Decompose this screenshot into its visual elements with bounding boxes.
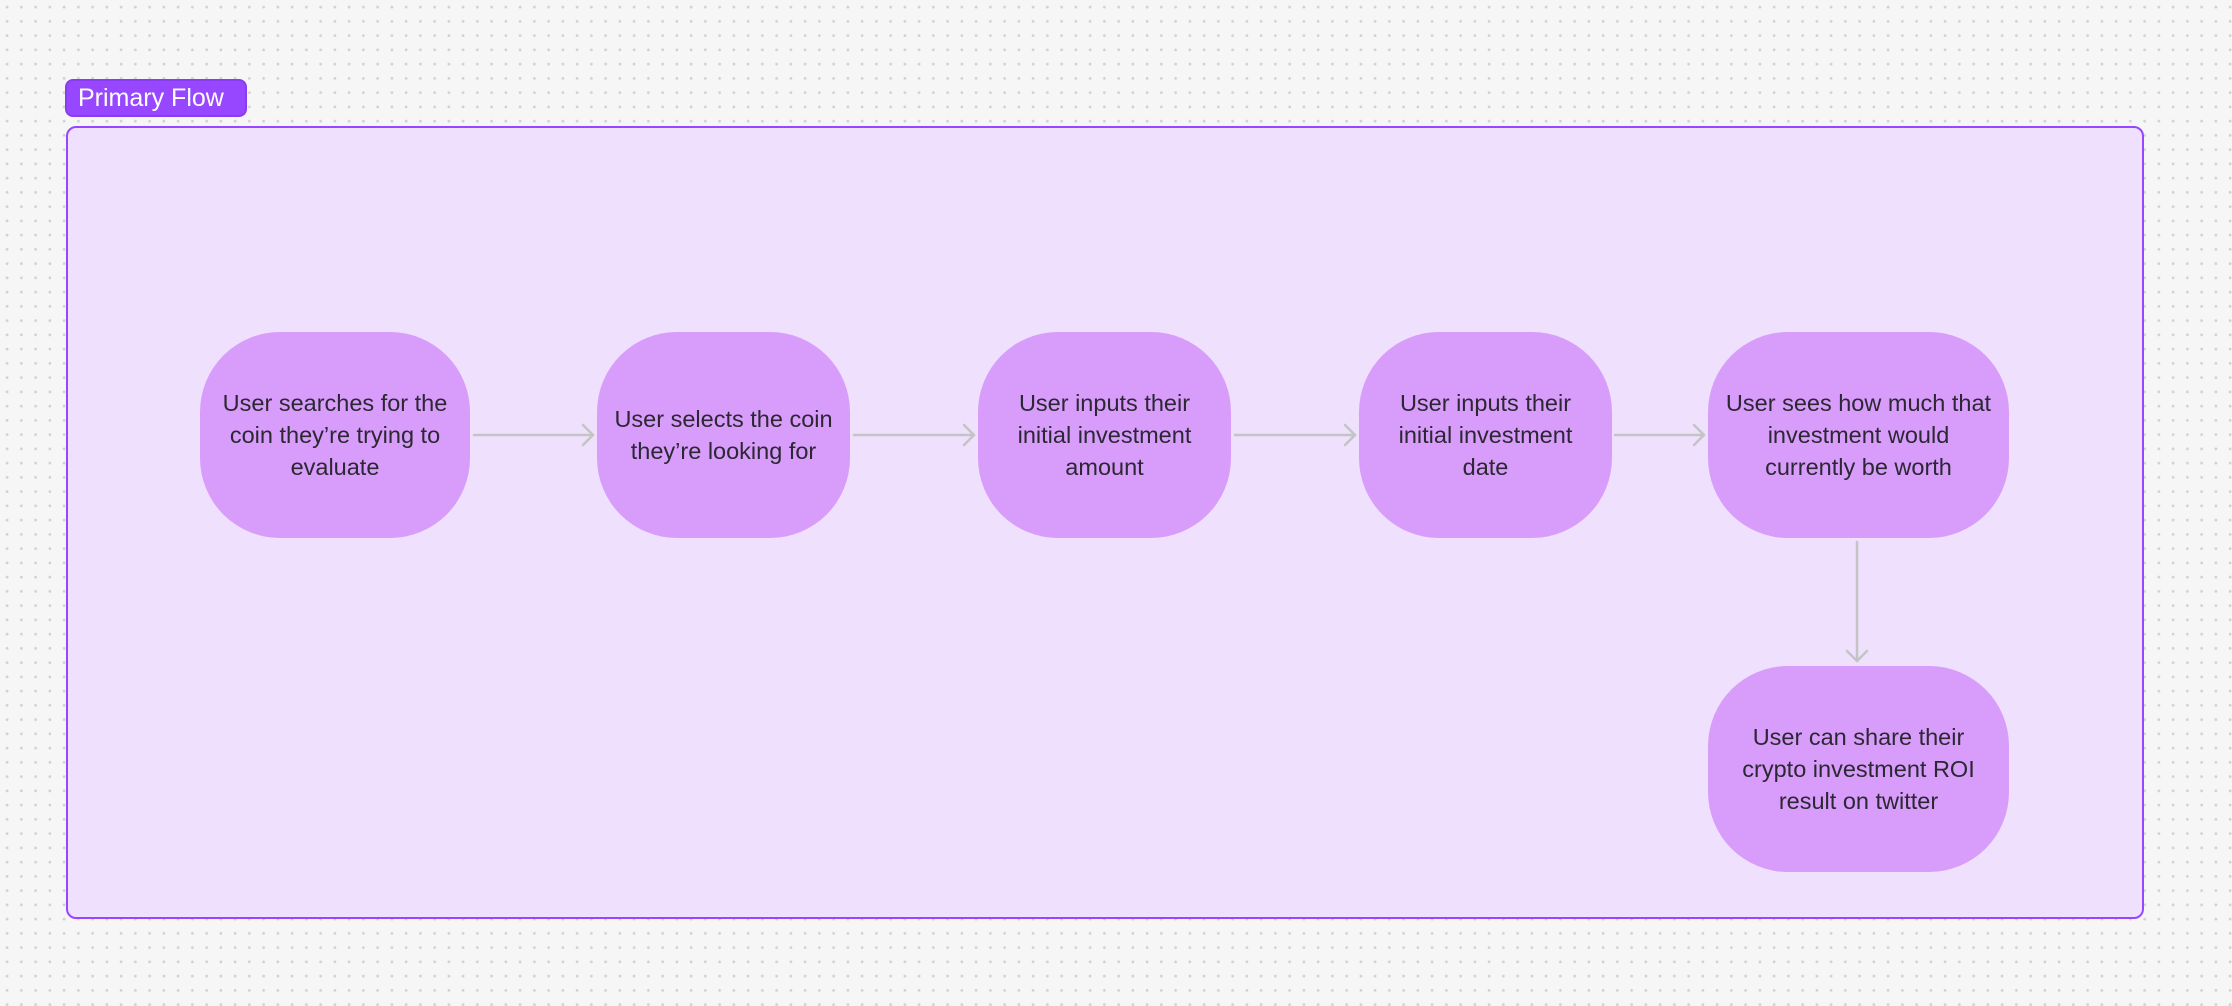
node-input-date[interactable]: User inputs their initial investment dat… — [1359, 332, 1612, 538]
section-label[interactable]: Primary Flow — [65, 79, 247, 117]
node-search-coin[interactable]: User searches for the coin they’re tryin… — [200, 332, 470, 538]
node-see-worth[interactable]: User sees how much that investment would… — [1708, 332, 2009, 538]
node-input-amount[interactable]: User inputs their initial investment amo… — [978, 332, 1231, 538]
node-select-coin[interactable]: User selects the coin they’re looking fo… — [597, 332, 850, 538]
node-share-twitter[interactable]: User can share their crypto investment R… — [1708, 666, 2009, 872]
